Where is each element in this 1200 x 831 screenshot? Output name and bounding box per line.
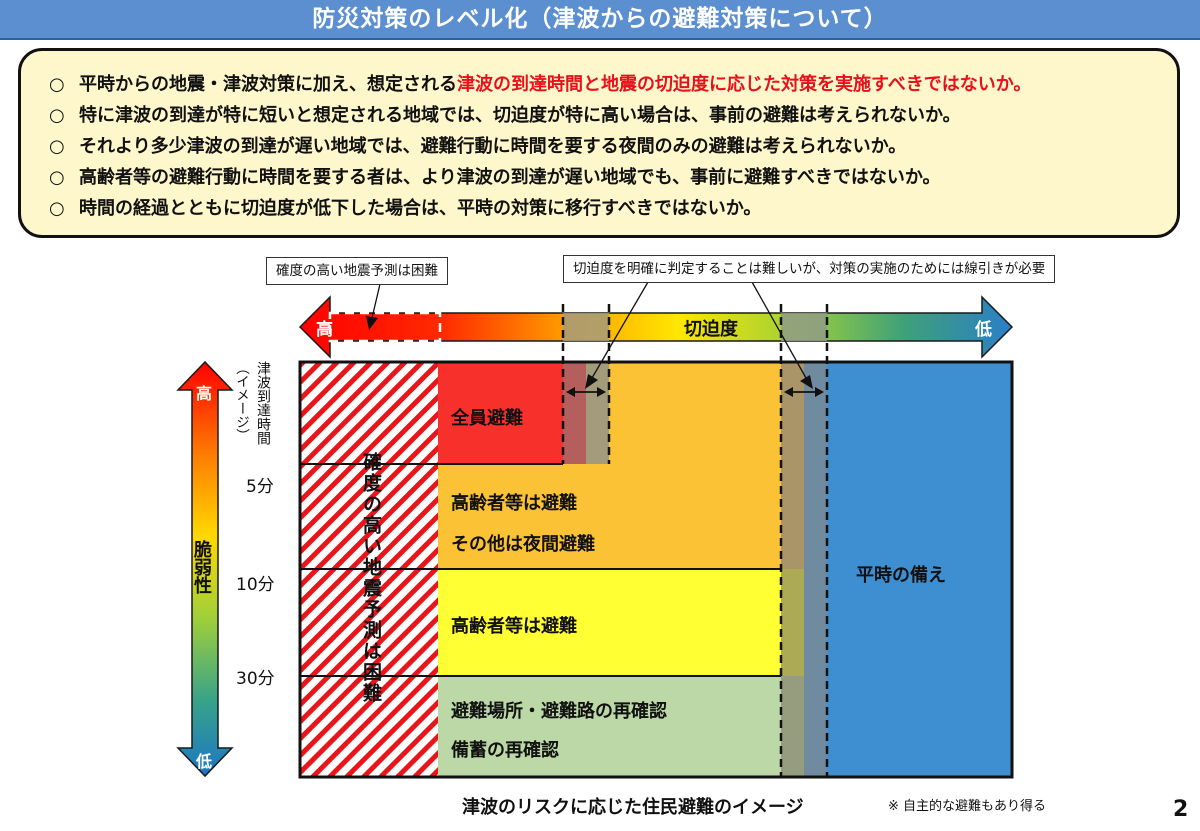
zone-label-elderly-2: 高齢者等は避難 [451, 616, 577, 637]
diagram-caption: 津波のリスクに応じた住民避難のイメージ [462, 797, 804, 818]
summary-text: それより多少津波の到達が遅い地域では、避難行動に時間を要する夜間のみの避難は考え… [79, 136, 907, 157]
zone-normal-prep [827, 362, 1012, 777]
zone-all-evacuate [438, 362, 563, 464]
callout-leader [751, 281, 807, 379]
summary-item: ○ 時間の経過とともに切迫度が低下した場合は、平時の対策に移行すべきではないか。 [49, 193, 1031, 224]
urgency-arrow [298, 295, 1014, 359]
vulnerability-arrow [176, 360, 234, 778]
summary-list: ○ 平時からの地震・津波対策に加え、想定される津波の到達時間と地震の切迫度に応じた… [49, 69, 1031, 224]
circle-bullet-icon: ○ [49, 198, 65, 219]
matrix-border [298, 360, 1014, 779]
summary-item: ○ それより多少津波の到達が遅い地域では、避難行動に時間を要する夜間のみの避難は考… [49, 131, 1031, 162]
urgency-high-label: 高 [316, 320, 333, 340]
summary-highlight: 津波の到達時間と地震の切迫度に応じた対策を実施すべきではないか。 [457, 74, 1032, 95]
range-arrowhead [815, 387, 824, 397]
arrival-tick: 5分 [246, 477, 274, 497]
zone-green [438, 676, 781, 777]
callout-arrowhead [585, 374, 598, 389]
threshold-column [781, 362, 804, 569]
summary-text: 高齢者等の避難行動に時間を要する者は、より津波の到達が遅い地域でも、事前に避難す… [79, 167, 941, 188]
zone-label-recheck-routes: 避難場所・避難路の再確認 [451, 701, 667, 722]
threshold-column [804, 362, 827, 777]
circle-bullet-icon: ○ [49, 105, 65, 126]
range-arrowhead [566, 387, 575, 397]
zone-yellow [438, 569, 781, 676]
arrival-axis-title: 津波到達時間 [255, 361, 271, 445]
range-arrowhead [597, 387, 606, 397]
zone-label-recheck-stock: 備蓄の再確認 [451, 740, 559, 761]
vulnerability-low-label: 低 [196, 752, 213, 771]
circle-bullet-icon: ○ [49, 136, 65, 157]
urgency-low-label: 低 [975, 320, 992, 340]
hatched-zone-label: 確度の高い地震予測は困難 [360, 452, 382, 704]
arrival-tick: 30分 [236, 669, 275, 689]
summary-text: 特に津波の到達が特に短いと想定される地域では、切迫度が特に高い場合は、事前の避難… [79, 105, 961, 126]
circle-bullet-icon: ○ [49, 74, 65, 95]
circle-bullet-icon: ○ [49, 167, 65, 188]
urgency-dashed-segment [328, 311, 442, 343]
callout-leader [371, 283, 381, 319]
zone-label-normal-prep: 平時の備え [856, 565, 946, 586]
threshold-cell [563, 362, 586, 464]
zone-label-elderly-1: 高齢者等は避難 [451, 493, 577, 514]
summary-item: ○ 高齢者等の避難行動に時間を要する者は、より津波の到達が遅い地域でも、事前に避難… [49, 162, 1031, 193]
callout-prediction: 確度の高い地震予測は困難 [266, 257, 448, 285]
urgency-threshold-band [563, 313, 609, 341]
callout-leader [591, 281, 649, 379]
summary-text: 時間の経過とともに切迫度が低下した場合は、平時の対策に移行すべきではないか。 [79, 198, 762, 219]
vulnerability-high-label: 高 [196, 384, 213, 403]
arrival-tick: 10分 [236, 575, 275, 595]
summary-item: ○ 特に津波の到達が特に短いと想定される地域では、切迫度が特に高い場合は、事前の避… [49, 100, 1031, 131]
callout-arrowhead [366, 316, 378, 330]
vulnerability-axis-title: 脆弱性 [191, 540, 212, 594]
callout-threshold: 切迫度を明確に判定することは難しいが、対策の実施のためには線引きが必要 [563, 255, 1056, 283]
arrival-axis-note: （イメージ） [233, 361, 249, 442]
threshold-column [781, 569, 804, 676]
range-arrowhead [784, 387, 793, 397]
zone-label-others-night: その他は夜間避難 [451, 534, 595, 555]
threshold-column [781, 676, 804, 777]
zone-orange-upper [609, 362, 781, 464]
summary-text: 平時からの地震・津波対策に加え、想定される [79, 74, 457, 95]
page-number: 2 [1173, 797, 1189, 822]
zone-label-all-evacuate: 全員避難 [451, 408, 523, 429]
summary-box: ○ 平時からの地震・津波対策に加え、想定される津波の到達時間と地震の切迫度に応じた… [18, 48, 1180, 238]
footer-note: ※ 自主的な避難もあり得る [888, 799, 1047, 814]
zone-orange [438, 464, 781, 569]
summary-item: ○ 平時からの地震・津波対策に加え、想定される津波の到達時間と地震の切迫度に応じた… [49, 69, 1031, 100]
callout-arrowhead [800, 375, 813, 389]
urgency-threshold-band [781, 313, 827, 341]
threshold-cell [586, 362, 609, 464]
title-bar [0, 0, 1200, 40]
page-title: 防災対策のレベル化（津波からの避難対策について） [312, 6, 888, 32]
urgency-axis-title: 切迫度 [684, 319, 738, 340]
